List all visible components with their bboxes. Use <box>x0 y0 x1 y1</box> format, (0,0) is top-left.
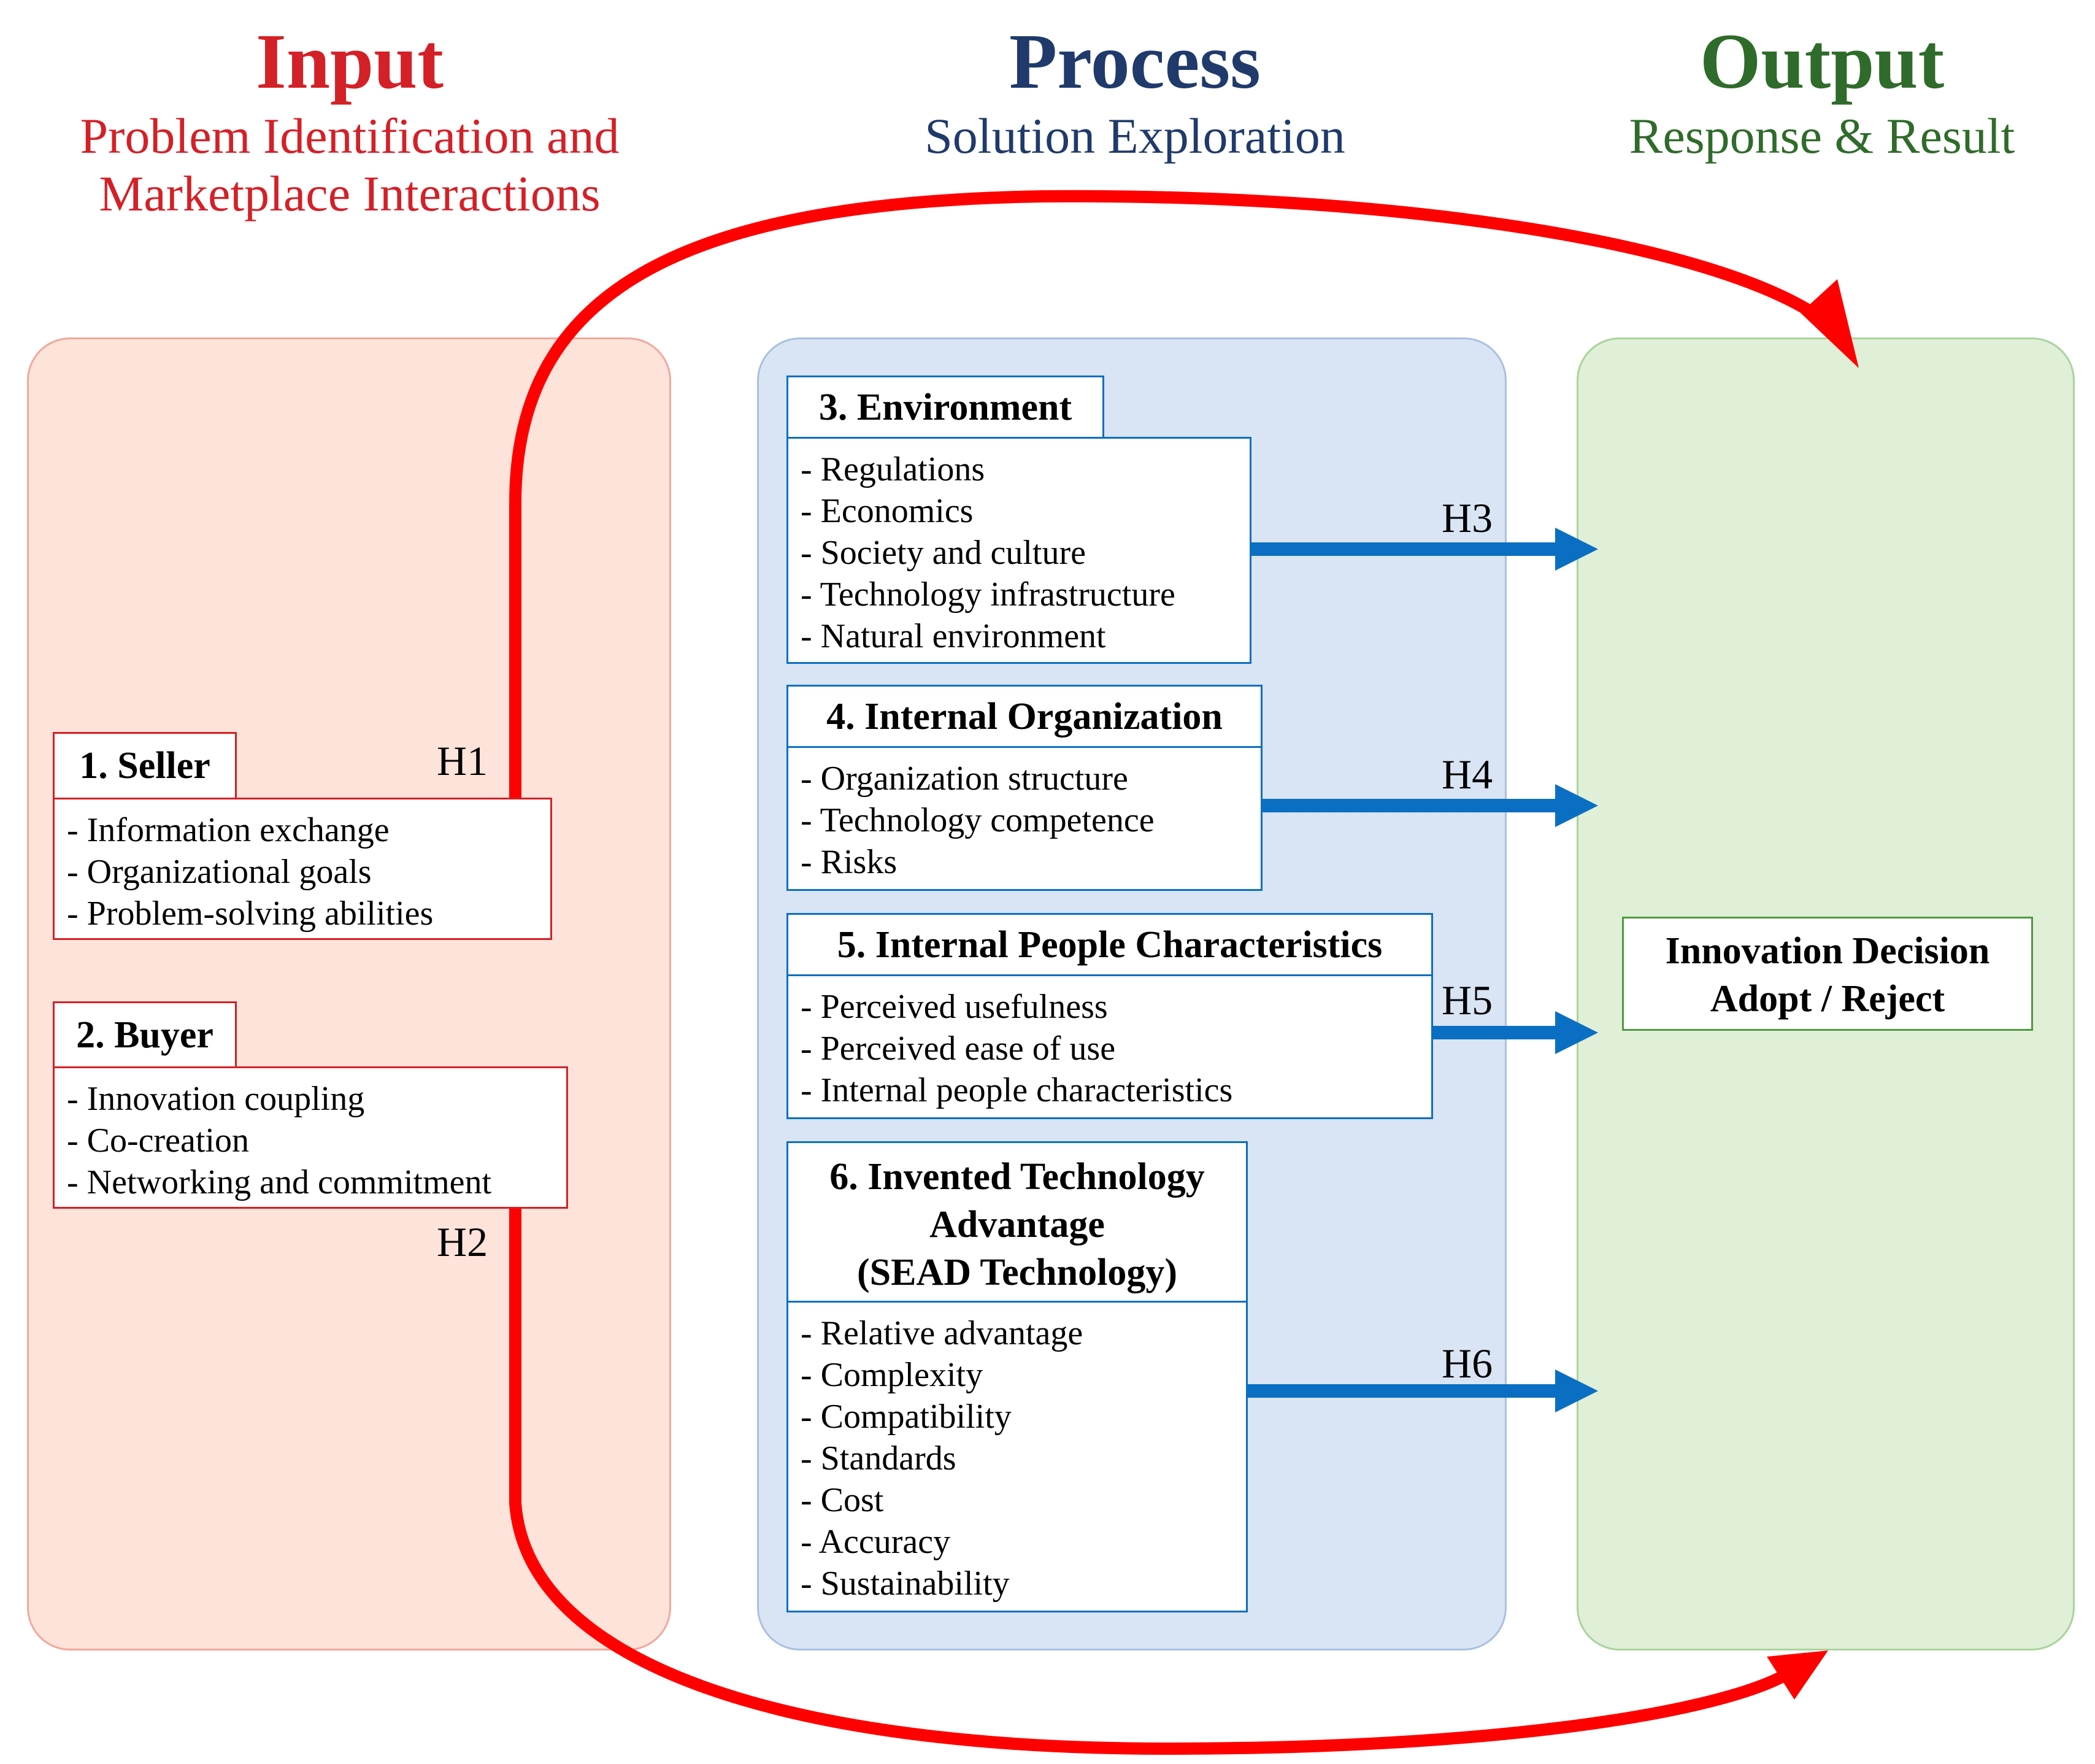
decision-line1: Innovation Decision <box>1665 930 1990 972</box>
invented-tech-header: 6. Invented Technology Advantage (SEAD T… <box>786 1141 1248 1303</box>
list-item: - Technology infrastructure <box>801 576 1175 614</box>
list-item: - Complexity <box>801 1356 983 1394</box>
h2-arrowhead <box>1767 1650 1828 1700</box>
list-item: - Perceived usefulness <box>801 988 1108 1026</box>
list-item: - Networking and commitment <box>67 1163 492 1201</box>
internal-people-header: 5. Internal People Characteristics <box>786 913 1433 977</box>
list-item: - Cost <box>801 1481 884 1519</box>
invented-tech-header-line1: 6. Invented Technology <box>829 1156 1205 1198</box>
list-item: - Organization structure <box>801 760 1128 798</box>
list-item: - Standards <box>801 1439 956 1477</box>
h6-label: H6 <box>1442 1340 1493 1387</box>
list-item: - Internal people characteristics <box>801 1071 1233 1109</box>
internal-org-header: 4. Internal Organization <box>786 685 1263 749</box>
list-item: - Accuracy <box>801 1523 951 1561</box>
process-subtitle: Solution Exploration <box>924 108 1345 164</box>
list-item: - Sustainability <box>801 1565 1010 1603</box>
list-item: - Relative advantage <box>801 1314 1083 1352</box>
list-item: - Technology competence <box>801 801 1155 839</box>
environment-body: - Regulations - Economics - Society and … <box>786 437 1251 664</box>
h1-arrowhead <box>1801 279 1859 368</box>
input-subtitle-line1: Problem Identification and <box>80 108 620 164</box>
h1-label: H1 <box>437 738 488 784</box>
h1-curve <box>509 190 1826 798</box>
invented-tech-body: - Relative advantage - Complexity - Comp… <box>786 1301 1248 1612</box>
environment-header: 3. Environment <box>786 376 1104 439</box>
h2-curve <box>509 1209 1788 1755</box>
h5-label: H5 <box>1442 977 1493 1023</box>
list-item: - Compatibility <box>801 1398 1012 1436</box>
list-item: - Organizational goals <box>67 853 372 891</box>
list-item: - Regulations <box>801 450 985 488</box>
decision-line2: Adopt / Reject <box>1710 978 1945 1020</box>
list-item: - Risks <box>801 843 898 881</box>
process-title: Process <box>1009 18 1261 105</box>
buyer-header: 2. Buyer <box>53 1001 237 1069</box>
internal-people-body: - Perceived usefulness - Perceived ease … <box>786 974 1433 1119</box>
output-subtitle: Response & Result <box>1629 108 2015 164</box>
internal-org-body: - Organization structure - Technology co… <box>786 746 1263 891</box>
h4-label: H4 <box>1442 751 1493 798</box>
input-panel <box>27 337 671 1650</box>
list-item: - Information exchange <box>67 811 390 849</box>
seller-header: 1. Seller <box>53 732 237 799</box>
list-item: - Problem-solving abilities <box>67 895 434 933</box>
list-item: - Society and culture <box>801 534 1086 572</box>
invented-tech-header-line2: Advantage <box>929 1204 1105 1246</box>
list-item: - Natural environment <box>801 617 1106 655</box>
buyer-body: - Innovation coupling - Co-creation - Ne… <box>53 1066 568 1209</box>
input-subtitle-line2: Marketplace Interactions <box>99 166 601 221</box>
list-item: - Innovation coupling <box>67 1080 365 1118</box>
input-title: Input <box>256 18 444 105</box>
innovation-decision-box: Innovation Decision Adopt / Reject <box>1622 917 2033 1031</box>
list-item: - Co-creation <box>67 1122 249 1160</box>
h2-label: H2 <box>437 1219 488 1265</box>
h3-label: H3 <box>1442 495 1493 541</box>
list-item: - Economics <box>801 492 974 530</box>
seller-body: - Information exchange - Organizational … <box>53 798 552 940</box>
invented-tech-header-line3: (SEAD Technology) <box>857 1252 1177 1293</box>
output-title: Output <box>1699 18 1945 105</box>
list-item: - Perceived ease of use <box>801 1030 1116 1068</box>
